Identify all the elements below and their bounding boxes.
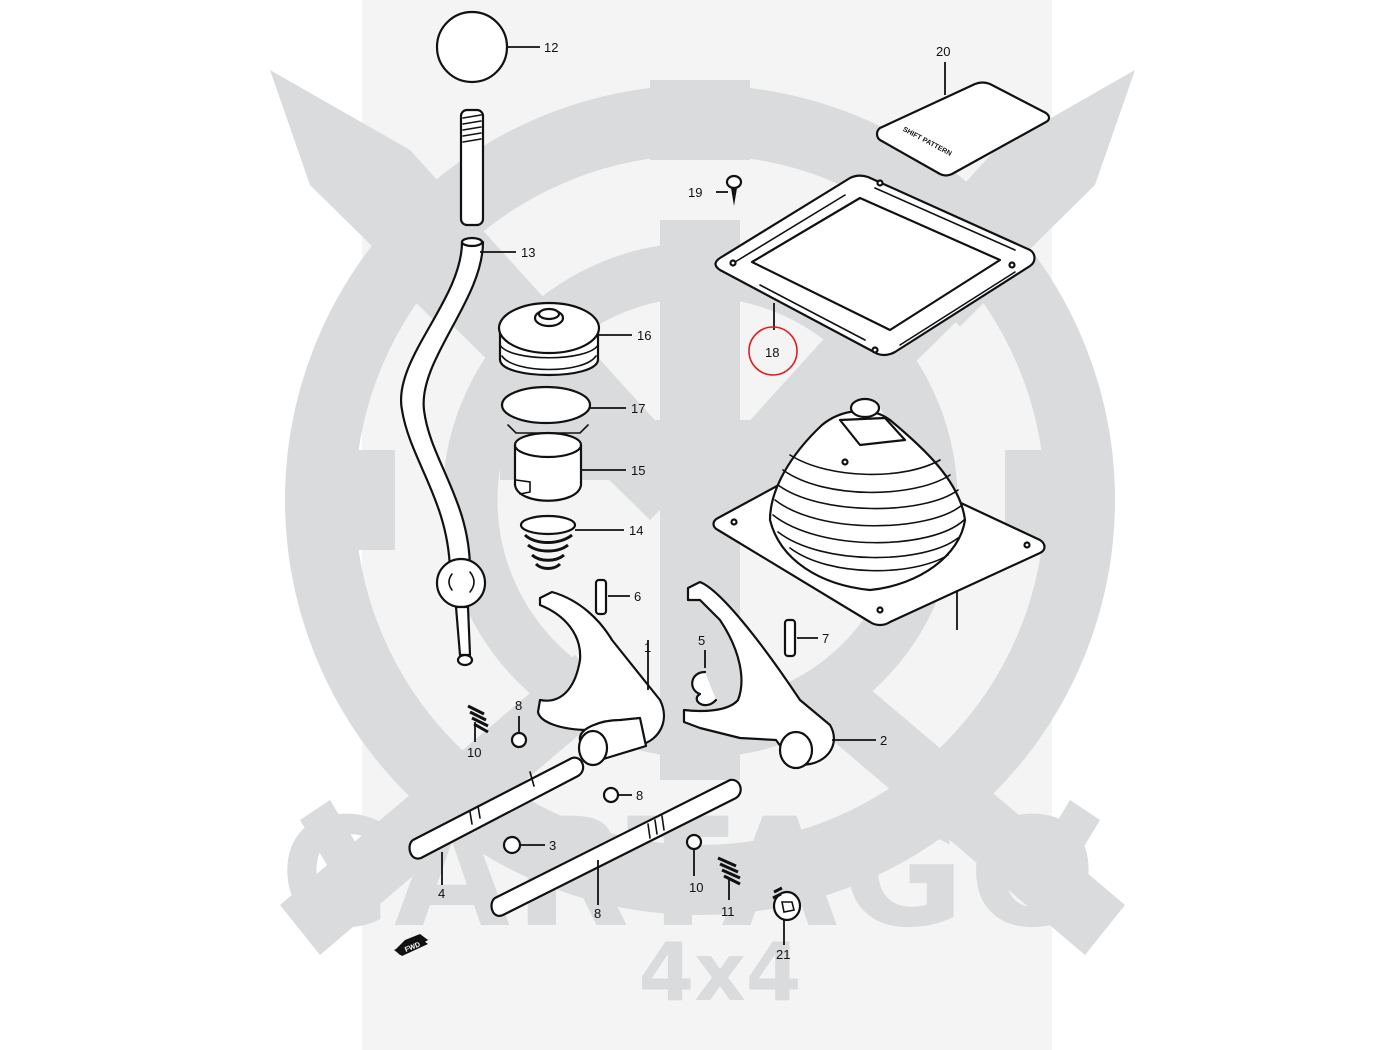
part-2-shift-fork: 2 — [682, 580, 887, 770]
callout-3: 4 — [438, 886, 445, 901]
part-4-shift-shaft: 8 — [490, 778, 742, 921]
callout-8b: 8 — [636, 788, 643, 803]
callout-17: 17 — [631, 401, 645, 416]
part-8-ball-middle: 8 — [602, 786, 643, 804]
part-14-spring: 14 — [519, 514, 643, 570]
highlight-circle — [748, 326, 798, 376]
fwd-direction-arrow: FWD — [394, 934, 432, 956]
callout-4: 8 — [594, 906, 601, 921]
part-13-shift-lever: 13 — [399, 108, 535, 667]
callout-16: 16 — [637, 328, 651, 343]
callout-2: 2 — [880, 733, 887, 748]
watermark-sub: 4x4 — [639, 926, 802, 1019]
part-8-ball-lower: 10 — [685, 833, 703, 895]
part-1-shift-fork: 1 — [536, 590, 665, 767]
callout-19: 18 — [765, 345, 779, 360]
callout-7: 7 — [822, 631, 829, 646]
part-21-shift-pattern-plate: SHIFT PATTERN 20 — [875, 44, 1051, 177]
callout-10a: 10 — [467, 745, 481, 760]
callout-10b: 11 — [721, 904, 735, 919]
callout-21: 20 — [936, 44, 950, 59]
part-5-e-ring: 5 — [691, 633, 718, 707]
part-12-shift-knob: 12 — [435, 10, 558, 84]
callout-8c: 10 — [689, 880, 703, 895]
callout-15: 15 — [631, 463, 645, 478]
part-19-boot-retainer-plate: 18 — [714, 174, 1036, 376]
part-11-plug: 21 — [772, 886, 802, 962]
part-10-spring-upper: 10 — [467, 704, 489, 760]
callout-6: 6 — [634, 589, 641, 604]
callout-11: 21 — [776, 947, 790, 962]
callout-9: 3 — [549, 838, 556, 853]
callout-13: 13 — [521, 245, 535, 260]
part-3-shift-shaft: 4 — [408, 756, 585, 901]
part-6-spring-pin: 6 — [594, 578, 641, 616]
callout-12: 12 — [544, 40, 558, 55]
callout-8a: 8 — [515, 698, 522, 713]
part-7-spring-pin: 7 — [783, 618, 829, 658]
part-10-spring-lower: 11 — [717, 856, 741, 919]
part-15-lever-case: 15 — [513, 431, 645, 502]
part-18-shift-lever-boot — [712, 397, 1046, 630]
part-9-ball: 3 — [502, 835, 556, 855]
callout-14: 14 — [629, 523, 643, 538]
callout-1: 1 — [644, 640, 651, 655]
part-8-ball-upper: 8 — [510, 698, 528, 749]
callout-20: 19 — [688, 185, 702, 200]
callout-5: 5 — [698, 633, 705, 648]
part-16-lever-seat: 16 — [497, 301, 651, 377]
part-20-screw: 19 — [688, 174, 743, 206]
